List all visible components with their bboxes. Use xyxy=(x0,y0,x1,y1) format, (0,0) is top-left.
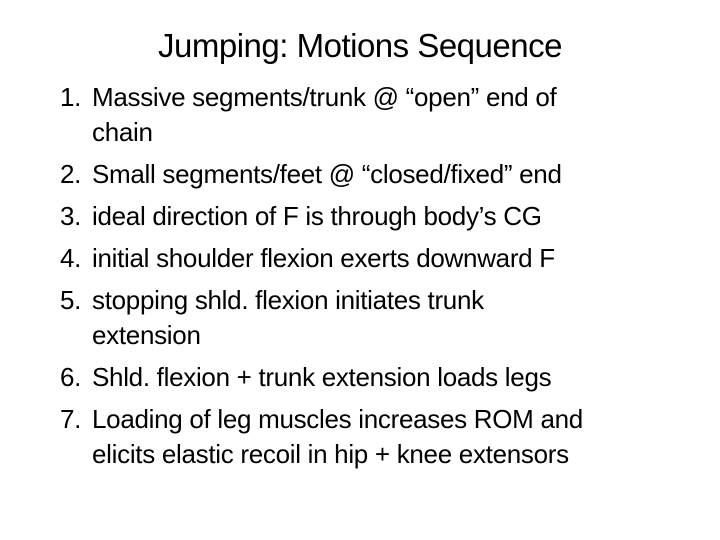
list-item-text: stopping shld. flexion initiates trunk e… xyxy=(92,285,484,350)
list-item-text: ideal direction of F is through body’s C… xyxy=(92,201,542,231)
list-item-number: 1. xyxy=(60,82,82,112)
list-item-text: Small segments/feet @ “closed/fixed” end xyxy=(92,159,562,189)
list-item: 3. ideal direction of F is through body’… xyxy=(60,199,704,234)
list-item-number: 7. xyxy=(60,404,82,434)
list-item: 1. Massive segments/trunk @ “open” end o… xyxy=(60,80,704,150)
list-item: 4. initial shoulder flexion exerts downw… xyxy=(60,241,704,276)
list-item-number: 4. xyxy=(60,243,82,273)
list-item-number: 2. xyxy=(60,159,82,189)
list-item-number: 5. xyxy=(60,285,82,315)
slide-title: Jumping: Motions Sequence xyxy=(158,27,562,64)
list-item-text: Massive segments/trunk @ “open” end of c… xyxy=(92,82,557,147)
list-item-text: Loading of leg muscles increases ROM and… xyxy=(92,404,583,469)
list-item: 6. Shld. flexion + trunk extension loads… xyxy=(60,360,704,395)
list-item: 2. Small segments/feet @ “closed/fixed” … xyxy=(60,157,704,192)
list-item-text: Shld. flexion + trunk extension loads le… xyxy=(92,362,552,392)
list-item-text: initial shoulder flexion exerts downward… xyxy=(92,243,555,273)
list-item-number: 3. xyxy=(60,201,82,231)
list-item: 5. stopping shld. flexion initiates trun… xyxy=(60,283,704,353)
motion-sequence-list: 1. Massive segments/trunk @ “open” end o… xyxy=(0,80,720,472)
list-item-number: 6. xyxy=(60,362,82,392)
list-item: 7. Loading of leg muscles increases ROM … xyxy=(60,402,704,472)
